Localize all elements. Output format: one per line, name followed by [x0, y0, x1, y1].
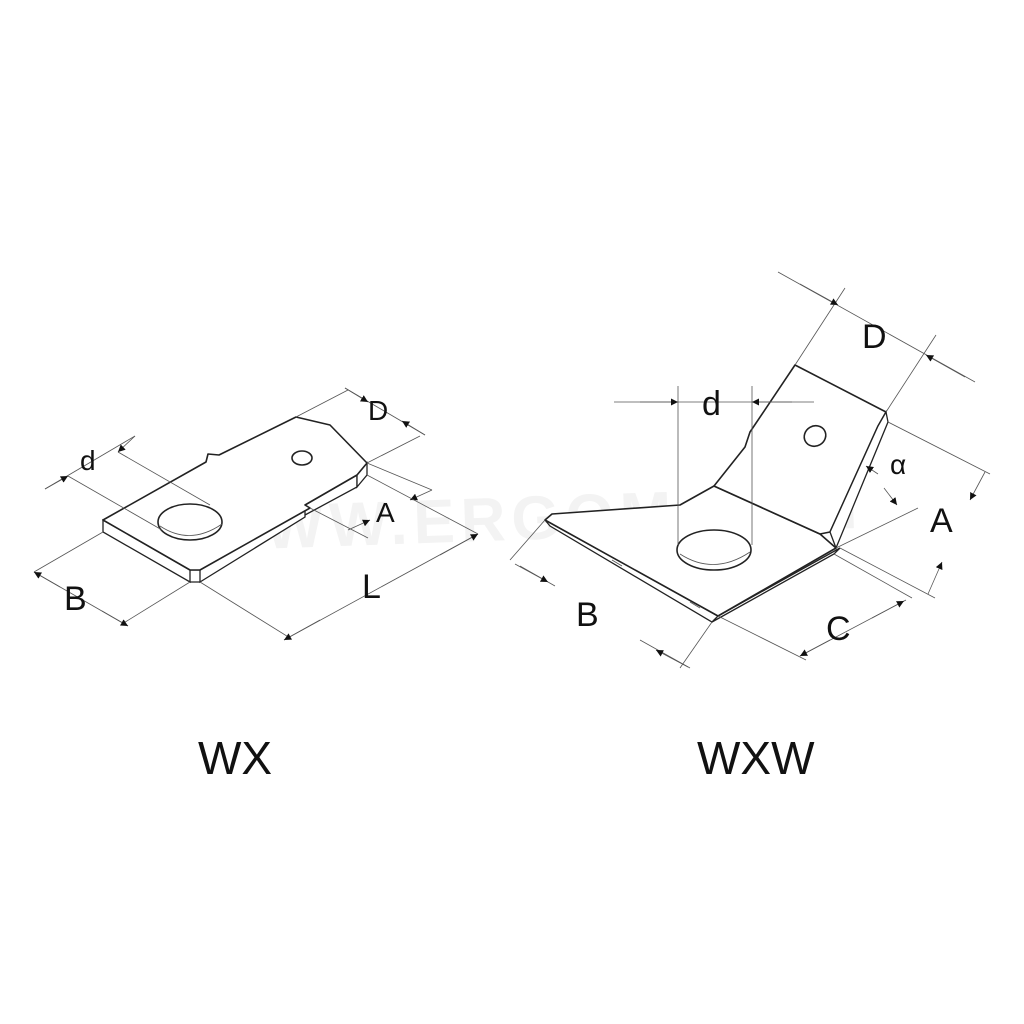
wx-title: WX [198, 732, 272, 784]
wxw-title: WXW [697, 732, 815, 784]
wx-dim-d-arrow2 [117, 435, 136, 453]
wxw-dim-alpha-arrow2 [883, 487, 898, 506]
wx-figure: d D A B L WX [33, 387, 479, 784]
wxw-dim-B-arrow2 [655, 649, 689, 668]
wxw-label-D: D [862, 318, 887, 356]
wxw-dim-A-arrow1 [969, 471, 986, 501]
wxw-small-hole [803, 424, 827, 448]
wxw-figure: d D α A B C WXW [509, 271, 991, 784]
wxw-large-hole [676, 529, 752, 571]
wxw-label-B: B [576, 596, 599, 634]
wxw-dim-A-arrow2 [927, 561, 943, 595]
wx-dim-L-arrow2 [439, 533, 479, 556]
wx-large-hole-inner [159, 523, 223, 536]
wxw-upright-edge [829, 410, 889, 550]
wx-small-hole [291, 450, 313, 466]
wx-dim-L-arrow1 [283, 619, 321, 641]
wxw-label-d: d [702, 385, 721, 423]
wx-label-A: A [376, 497, 395, 528]
wx-dim-d-arrow1 [44, 475, 69, 490]
wxw-dim-D-arrow2 [925, 354, 966, 378]
wxw-large-hole-inner [679, 551, 751, 565]
wx-large-hole [157, 503, 223, 541]
wx-dim-D-arrow1 [344, 387, 369, 403]
wxw-label-alpha: α [890, 449, 906, 480]
wx-label-B: B [64, 580, 87, 618]
wxw-dim-C-arrow2 [871, 600, 905, 619]
wxw-label-A: A [930, 502, 953, 540]
wx-dim-D-arrow2 [401, 420, 426, 436]
wx-label-L: L [362, 568, 381, 606]
wxw-label-C: C [826, 610, 851, 648]
wxw-dim-C-arrow1 [799, 639, 831, 657]
wx-label-D: D [368, 395, 388, 426]
wx-label-d: d [80, 445, 96, 476]
wxw-dim-alpha-arrow1 [865, 465, 879, 475]
wxw-dim-B-arrow1 [514, 563, 549, 583]
wx-dim-B-arrow2 [101, 610, 129, 627]
wx-dim-A-arrow1 [409, 489, 433, 501]
wxw-dim-D-arrow1 [799, 283, 839, 306]
wx-dim-A-arrow2 [347, 519, 371, 531]
wx-dim-B-arrow1 [33, 571, 61, 588]
